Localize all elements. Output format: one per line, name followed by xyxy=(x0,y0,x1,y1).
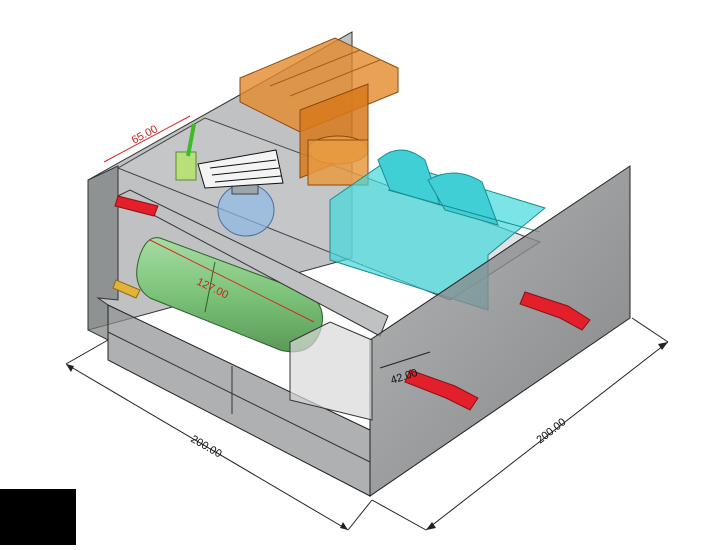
front-seam xyxy=(107,331,371,463)
brass-fitting xyxy=(112,279,141,299)
corner-mask xyxy=(0,489,76,545)
enclosure-left-wall xyxy=(87,165,119,341)
fitting xyxy=(519,291,591,331)
motor-assembly xyxy=(239,37,399,186)
fitting xyxy=(114,195,159,217)
fitting xyxy=(404,369,479,411)
front-rail xyxy=(116,189,389,337)
enclosure-front-wall xyxy=(107,304,371,497)
antenna-sensor xyxy=(175,123,284,189)
gas-cylinder xyxy=(136,237,323,353)
center-block xyxy=(289,321,373,421)
dimension-label: 200.00 xyxy=(189,433,224,460)
cyan-blocks xyxy=(329,149,547,311)
dimension-label: 200.00 xyxy=(534,416,568,446)
